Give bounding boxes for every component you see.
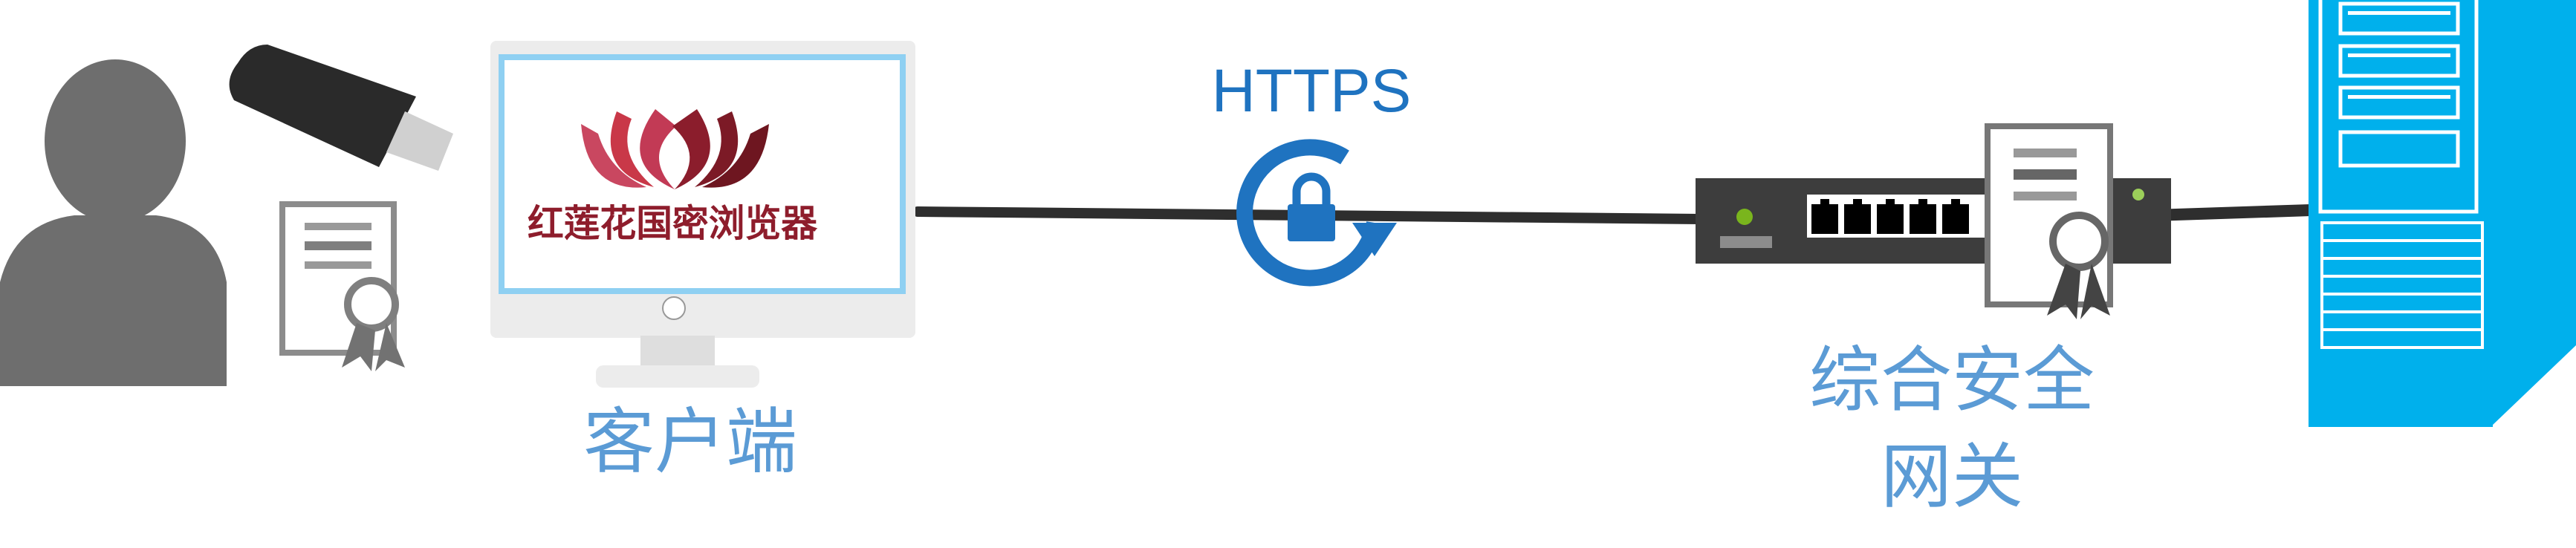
certificate-icon [279, 201, 405, 371]
https-label: HTTPS [1212, 57, 1412, 125]
browser-logo-lotus [581, 109, 769, 189]
server-icon [2309, 0, 2576, 427]
cable-gateway-server [2149, 204, 2317, 221]
browser-name: 红莲花国密浏览器 [528, 202, 818, 245]
gateway-label-line1: 综合安全 [1809, 339, 2095, 422]
client-label: 客户端 [583, 400, 797, 483]
client-monitor: 红莲花国密浏览器 [490, 41, 915, 388]
gateway-label-line2: 网关 [1881, 435, 2023, 518]
gateway-certificate-icon [1985, 123, 2113, 319]
usb-key-icon [229, 45, 453, 171]
lock-refresh-icon [1236, 139, 1397, 287]
user-icon [0, 59, 227, 386]
